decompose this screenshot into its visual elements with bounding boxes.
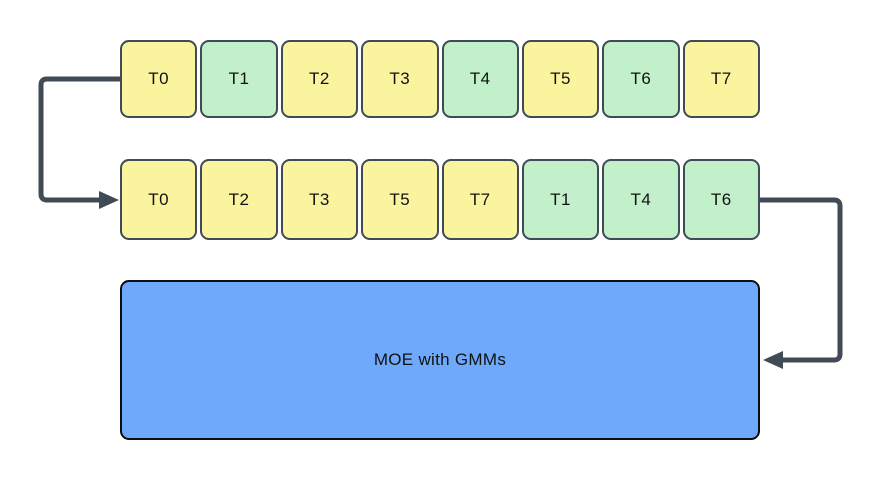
token-label: T3	[309, 189, 330, 209]
token-label: T4	[469, 69, 491, 88]
token-box: T5	[521, 40, 600, 118]
token-label: T2	[309, 69, 330, 88]
token-box: T4	[602, 159, 680, 240]
token-label: T5	[389, 189, 411, 209]
token-box: T6	[602, 40, 680, 118]
token-row-reordered: T0 T2 T3 T5 T7 T1 T4 T6	[120, 159, 760, 240]
token-box: T1	[200, 40, 278, 118]
token-label: T0	[148, 69, 170, 88]
arrow-reordered-to-moe	[760, 197, 843, 363]
token-label: T7	[469, 189, 491, 209]
token-box: T5	[361, 159, 439, 240]
token-label: T5	[550, 69, 571, 88]
token-box: T7	[441, 159, 519, 240]
token-label: T1	[550, 189, 571, 209]
token-box: T7	[682, 40, 760, 118]
token-box: T0	[120, 40, 198, 118]
token-box: T1	[521, 159, 600, 240]
moe-box-label: MOE with GMMs	[373, 350, 507, 369]
arrowhead-left-icon	[763, 351, 783, 369]
token-label: T1	[228, 69, 250, 88]
token-label: T0	[148, 189, 170, 209]
token-label: T7	[710, 69, 732, 88]
token-box: T4	[441, 40, 519, 118]
token-row-input: T0 T1 T2 T3 T4 T5 T6 T7	[120, 40, 760, 118]
token-box: T3	[361, 40, 439, 118]
arrow-input-to-reordered	[38, 76, 120, 203]
token-label: T4	[630, 189, 652, 209]
token-box: T6	[682, 159, 760, 240]
token-label: T6	[630, 69, 652, 88]
token-label: T6	[710, 189, 732, 209]
token-label: T2	[228, 189, 250, 209]
token-box: T2	[200, 159, 278, 240]
arrowhead-right-icon	[99, 191, 119, 209]
token-label: T3	[389, 69, 411, 88]
token-box: T0	[120, 159, 198, 240]
moe-box: MOE with GMMs	[120, 280, 760, 440]
token-box: T2	[280, 40, 359, 118]
token-box: T3	[280, 159, 359, 240]
